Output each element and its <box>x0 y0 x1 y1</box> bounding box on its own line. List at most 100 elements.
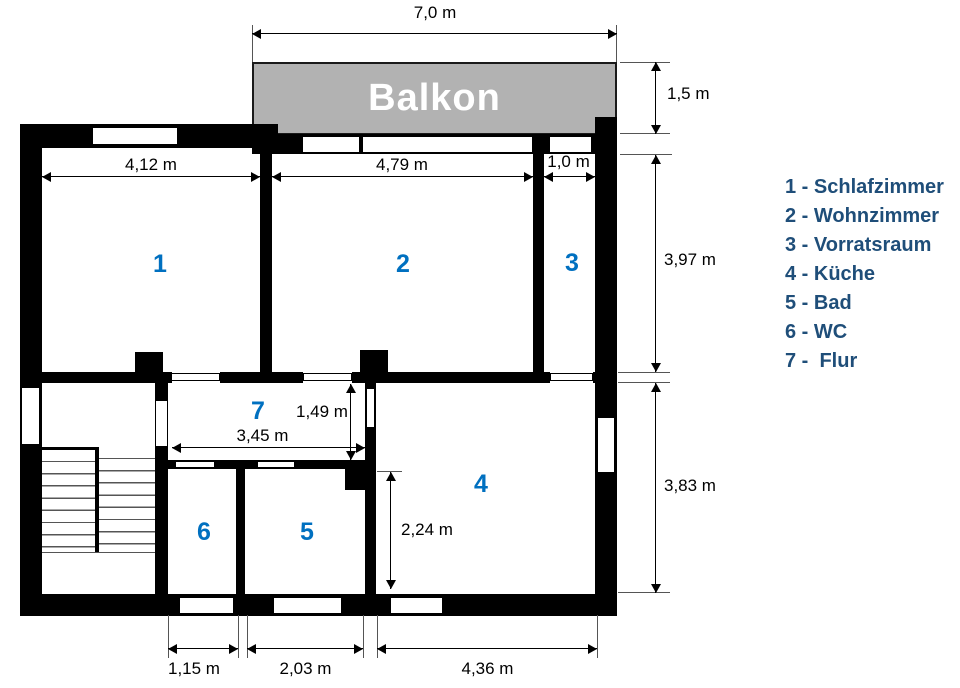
door-flur-wc <box>175 461 215 468</box>
room-label-wc: 6 <box>197 518 211 546</box>
room-label-kueche: 4 <box>474 470 488 498</box>
window-schlafzimmer-top <box>92 127 178 145</box>
window-vorratsraum-balcony <box>549 136 592 153</box>
dim-line <box>272 176 533 177</box>
window-staircase-left <box>21 387 40 445</box>
arrow-right-icon <box>354 644 363 654</box>
dim-label: 1,5 m <box>667 84 710 103</box>
dim-line <box>350 384 351 460</box>
room-legend: 1 - Schlafzimmer 2 - Wohnzimmer 3 - Vorr… <box>785 176 944 372</box>
staircase-flight-right <box>99 447 155 553</box>
window-kueche-right <box>597 417 615 473</box>
door-wohnzimmer-balcony <box>302 136 360 153</box>
window-wc-bottom <box>179 597 234 614</box>
arrow-down-icon <box>346 451 356 460</box>
dim-line <box>42 176 260 177</box>
wall-middle-d <box>593 372 597 383</box>
arrow-left-icon <box>168 644 177 654</box>
dim-label: 1,0 m <box>547 152 590 171</box>
room-label-bad: 5 <box>300 518 314 546</box>
leader-line <box>247 615 248 658</box>
wall-wc-bad <box>236 469 245 594</box>
dim-line <box>377 648 597 649</box>
reference-line <box>618 372 670 373</box>
arrow-left-icon <box>247 644 256 654</box>
arrow-right-icon <box>586 172 595 182</box>
arrow-right-icon <box>356 443 365 453</box>
dim-line <box>168 648 238 649</box>
dim-label: 2,03 m <box>279 659 332 678</box>
wall-bad-kueche <box>365 383 376 594</box>
dim-line <box>544 176 595 177</box>
dim-label: 4,36 m <box>461 659 514 678</box>
dim-line <box>655 383 656 593</box>
reference-line <box>377 471 402 472</box>
dim-label: 4,79 m <box>376 155 428 174</box>
window-bad-bottom <box>273 597 342 614</box>
door-flur-kueche <box>366 388 375 428</box>
legend-item-wohnzimmer: 2 - Wohnzimmer <box>785 205 940 227</box>
wall-outer-left <box>20 124 42 616</box>
room-label-vorratsraum: 3 <box>565 249 579 277</box>
arrow-left-icon <box>544 172 553 182</box>
leader-line <box>252 25 253 62</box>
dim-label: 4,12 m <box>125 155 177 174</box>
balcony-area: Balkon <box>252 62 617 135</box>
arrow-right-icon <box>229 644 238 654</box>
dim-line <box>172 447 365 448</box>
arrow-up-icon <box>651 383 661 392</box>
door-wohnzimmer-flur <box>303 373 352 381</box>
reference-line <box>620 154 672 155</box>
arrow-right-icon <box>251 172 260 182</box>
arrow-down-icon <box>386 580 396 589</box>
arrow-down-icon <box>651 125 661 134</box>
dim-line <box>247 648 363 649</box>
wall-middle-a <box>42 372 172 383</box>
arrow-down-icon <box>651 363 661 372</box>
dim-line <box>390 472 391 589</box>
arrow-left-icon <box>272 172 281 182</box>
reference-line <box>620 133 670 134</box>
staircase-stringer <box>95 447 99 553</box>
arrow-left-icon <box>42 172 51 182</box>
wall-schlafzimmer-wohnzimmer <box>260 124 272 372</box>
wall-middle-c <box>352 372 550 383</box>
arrow-up-icon <box>651 155 661 164</box>
wall-middle-b <box>220 372 303 383</box>
leader-line <box>238 615 239 658</box>
leader-line <box>168 615 169 658</box>
reference-line <box>618 592 670 593</box>
room-label-wohnzimmer: 2 <box>396 250 410 278</box>
legend-item-kueche: 4 - Küche <box>785 263 876 285</box>
window-wohnzimmer-balcony <box>362 136 533 153</box>
dim-line <box>252 33 617 34</box>
arrow-down-icon <box>651 584 661 593</box>
legend-item-bad: 5 - Bad <box>785 292 852 314</box>
dim-label: 7,0 m <box>413 3 457 22</box>
door-flur-bad <box>257 461 295 468</box>
staircase-flight-left <box>42 447 95 556</box>
leader-line <box>597 615 598 658</box>
dim-line <box>655 155 656 372</box>
wall-wohnzimmer-vorratsraum <box>533 134 544 374</box>
arrow-left-icon <box>377 644 386 654</box>
legend-item-schlafzimmer: 1 - Schlafzimmer <box>785 176 944 198</box>
door-schlafzimmer-flur <box>171 373 220 381</box>
balcony-label: Balkon <box>368 77 501 119</box>
staircase-bottom-line <box>42 552 155 553</box>
wall-pillar-wohnzimmer <box>360 350 388 383</box>
room-label-flur: 7 <box>251 397 265 425</box>
dim-label: 1,49 m <box>296 402 348 421</box>
arrow-right-icon <box>588 644 597 654</box>
arrow-left-icon <box>252 29 261 39</box>
dim-label: 3,45 m <box>236 426 289 445</box>
arrow-right-icon <box>524 172 533 182</box>
arrow-left-icon <box>172 443 181 453</box>
leader-line <box>616 25 617 62</box>
wall-pillar-schlafzimmer <box>135 352 163 383</box>
room-label-schlafzimmer: 1 <box>153 250 167 278</box>
reference-line <box>620 62 670 63</box>
leader-line <box>377 615 378 658</box>
dim-line <box>655 62 656 134</box>
